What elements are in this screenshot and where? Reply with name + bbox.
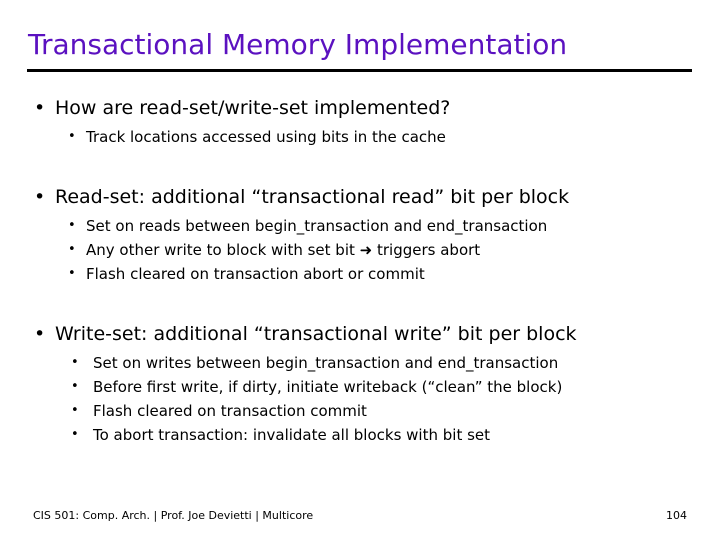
- bullet-level2-label-pre: Any other write to block with set bit: [86, 241, 360, 259]
- bullet-level2-label: Flash cleared on transaction commit: [93, 402, 367, 420]
- bullet-level2: • To abort transaction: invalidate all b…: [0, 423, 720, 447]
- bullet-level2: • Flash cleared on transaction abort or …: [0, 262, 720, 286]
- footer-course-info: CIS 501: Comp. Arch. | Prof. Joe Deviett…: [33, 509, 314, 522]
- bullet-group-read-write-set-question: • How are read-set/write-set implemented…: [0, 94, 720, 149]
- bullet-level2-label: Before first write, if dirty, initiate w…: [93, 378, 563, 396]
- bullet-dot-icon: •: [68, 218, 76, 233]
- bullet-level2-label: Track locations accessed using bits in t…: [86, 128, 446, 146]
- bullet-dot-icon: •: [71, 379, 79, 394]
- bullet-dot-icon: •: [71, 403, 79, 418]
- right-arrow-icon: ➜: [359, 241, 373, 259]
- bullet-group-write-set: • Write-set: additional “transactional w…: [0, 320, 720, 447]
- sub-bullet-list: • Set on writes between begin_transactio…: [0, 351, 720, 447]
- slide-footer: CIS 501: Comp. Arch. | Prof. Joe Deviett…: [0, 508, 720, 524]
- bullet-dot-icon: •: [68, 129, 76, 144]
- bullet-level1: • How are read-set/write-set implemented…: [0, 94, 720, 122]
- bullet-group-read-set: • Read-set: additional “transactional re…: [0, 183, 720, 286]
- sub-bullet-list: • Set on reads between begin_transaction…: [0, 214, 720, 286]
- title-underline-rule: [27, 69, 692, 72]
- bullet-level2-label: Flash cleared on transaction abort or co…: [86, 265, 425, 283]
- bullet-level2-label: Set on writes between begin_transaction …: [93, 354, 559, 372]
- bullet-level1-label: Read-set: additional “transactional read…: [55, 186, 570, 208]
- bullet-dot-icon: •: [68, 242, 76, 257]
- page-title: Transactional Memory Implementation: [28, 28, 568, 61]
- bullet-level2: • Set on writes between begin_transactio…: [0, 351, 720, 375]
- bullet-level1-label: Write-set: additional “transactional wri…: [55, 323, 577, 345]
- sub-bullet-list: • Track locations accessed using bits in…: [0, 125, 720, 149]
- bullet-level1-label: How are read-set/write-set implemented?: [55, 97, 451, 119]
- bullet-level2: • Flash cleared on transaction commit: [0, 399, 720, 423]
- bullet-dot-icon: •: [71, 355, 79, 370]
- slide-page-number: 104: [666, 509, 687, 522]
- bullet-level2: • Track locations accessed using bits in…: [0, 125, 720, 149]
- bullet-dot-icon: •: [34, 323, 46, 345]
- slide-body: • How are read-set/write-set implemented…: [0, 88, 720, 447]
- bullet-dot-icon: •: [34, 186, 46, 208]
- bullet-level2: • Before first write, if dirty, initiate…: [0, 375, 720, 399]
- bullet-level2: • Any other write to block with set bit …: [0, 238, 720, 262]
- bullet-level2-label: To abort transaction: invalidate all blo…: [93, 426, 491, 444]
- bullet-dot-icon: •: [71, 427, 79, 442]
- bullet-level2-label-post: triggers abort: [372, 241, 481, 259]
- bullet-level1: • Read-set: additional “transactional re…: [0, 183, 720, 211]
- bullet-dot-icon: •: [34, 97, 46, 119]
- bullet-dot-icon: •: [68, 266, 76, 281]
- bullet-level1: • Write-set: additional “transactional w…: [0, 320, 720, 348]
- bullet-level2: • Set on reads between begin_transaction…: [0, 214, 720, 238]
- bullet-level2-label: Set on reads between begin_transaction a…: [86, 217, 548, 235]
